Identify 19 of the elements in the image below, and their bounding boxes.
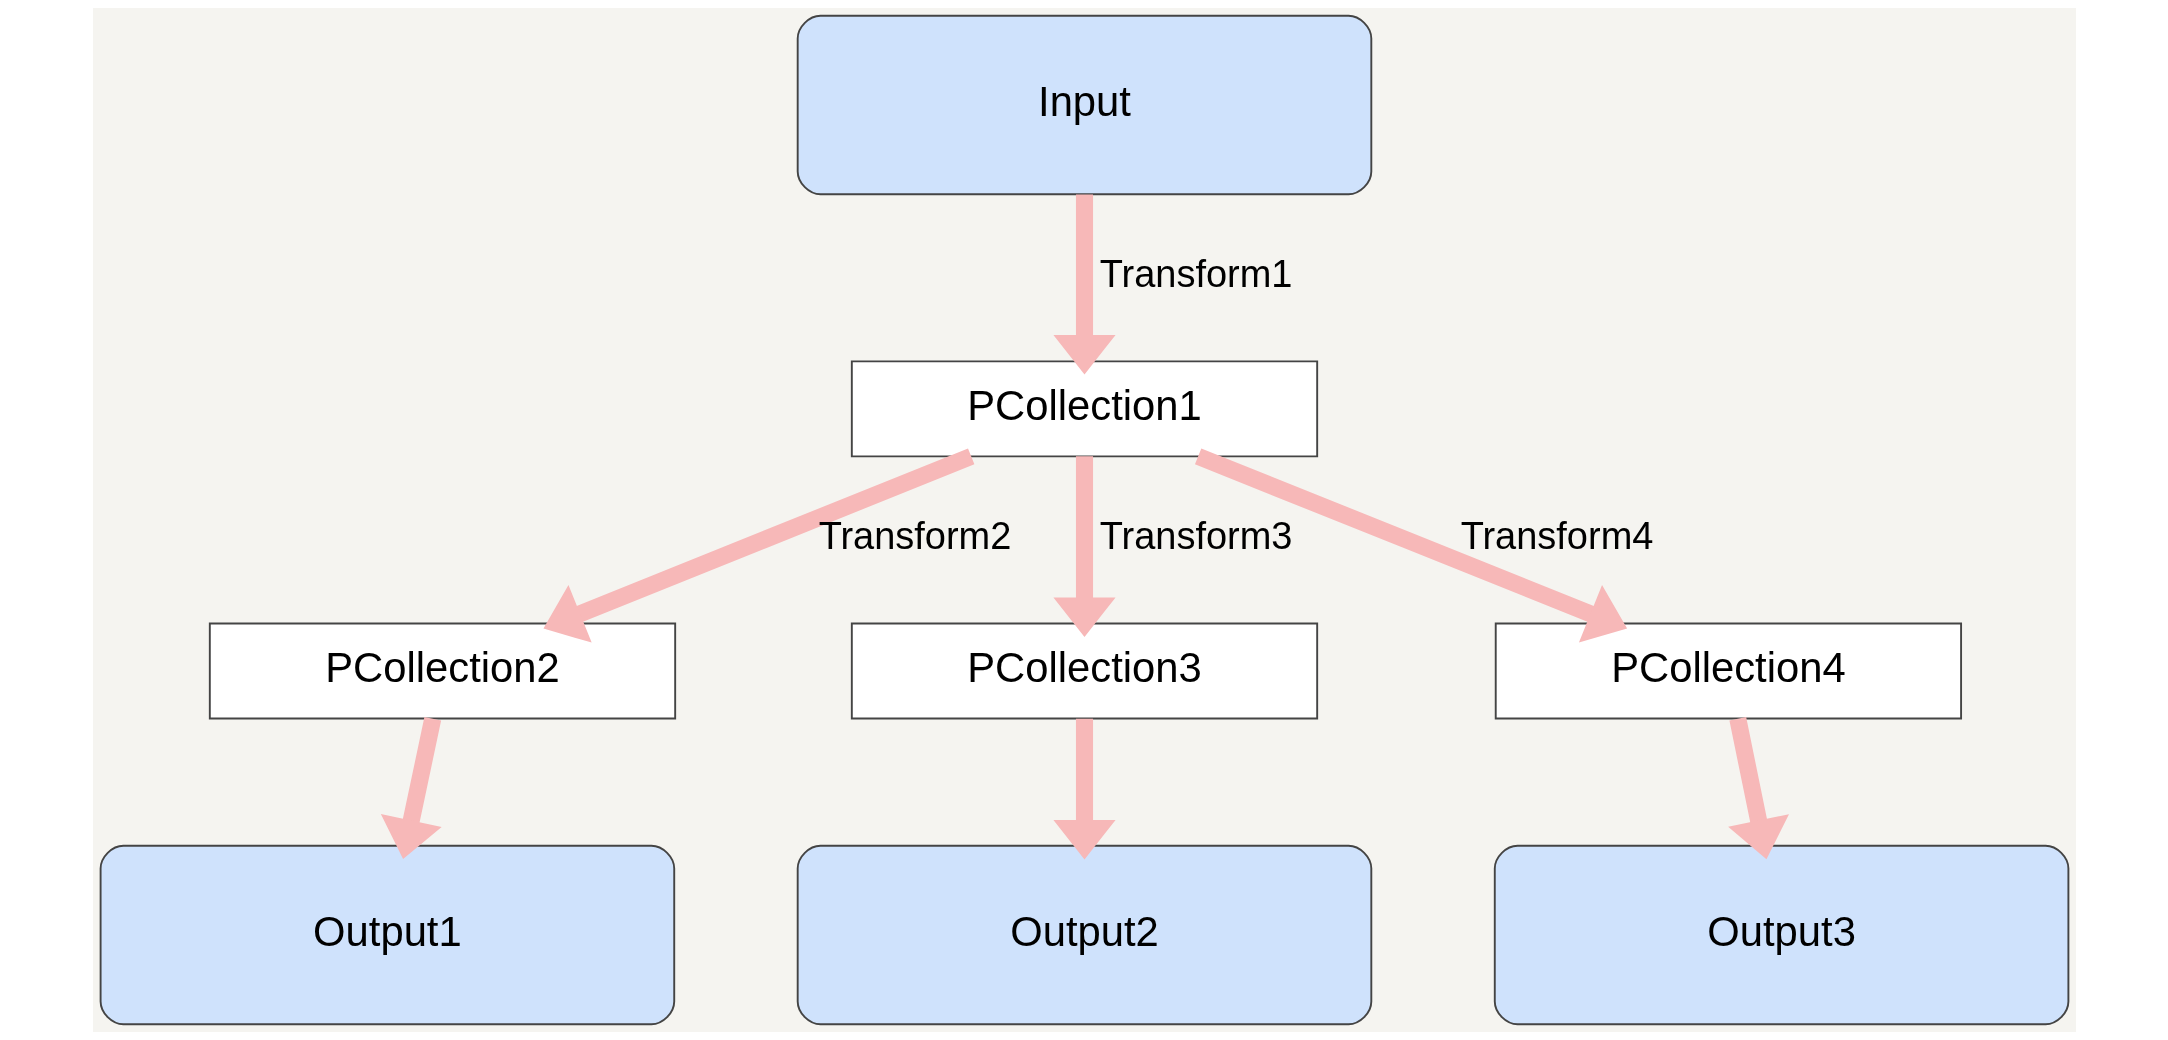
node-box: Input: [796, 14, 1372, 196]
edge-label: Transform2: [818, 515, 1011, 558]
edge-label: Transform4: [1460, 515, 1653, 558]
arrow: [1052, 718, 1116, 860]
node-box: PCollection3: [850, 622, 1318, 720]
arrow: [380, 717, 442, 860]
node-box: Output1: [99, 844, 675, 1026]
node-box: Output2: [796, 844, 1372, 1026]
arrow: [1727, 717, 1789, 860]
edge-label: Transform3: [1099, 515, 1292, 558]
node-box: PCollection1: [850, 360, 1318, 458]
arrow: [1052, 456, 1116, 637]
arrow: [1194, 448, 1627, 643]
edge-label: Transform1: [1099, 253, 1292, 296]
node-box: Output3: [1493, 844, 2069, 1026]
node-box: PCollection4: [1494, 622, 1962, 720]
arrow: [543, 448, 974, 643]
node-box: PCollection2: [208, 622, 676, 720]
arrow: [1052, 194, 1116, 375]
